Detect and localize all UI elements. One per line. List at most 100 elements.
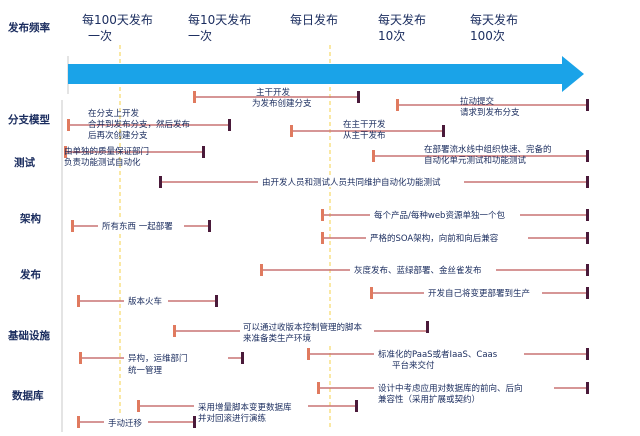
bar-start-cap (77, 295, 80, 307)
bar-start-cap (193, 91, 196, 103)
bar-label-line: 自动化单元测试和功能测试 (424, 155, 527, 166)
bar-start-cap (67, 119, 70, 131)
bar-start-cap (396, 99, 399, 111)
practice-17: 设计中考虑应用对数据库的前向、后向 兼容性（采用扩展或契约） (317, 381, 589, 405)
bar-label-backdrop (124, 294, 168, 306)
bar-label-line: 请求到发布分支 (460, 107, 520, 118)
bar-end-cap (586, 99, 589, 111)
practice-18: 采用增量脚本变更数据库 并对回滚进行演练 (137, 400, 358, 424)
bar-start-cap (307, 348, 310, 360)
practice-13: 版本火车 (77, 294, 218, 307)
bar-label-line: 手动迁移 (108, 418, 143, 429)
frequency-level-2-line2: 一次 (188, 29, 212, 43)
bar-end-cap (586, 150, 589, 162)
bar-label-line: 兼容性（采用扩展或契约） (378, 394, 480, 405)
bar-start-cap (317, 382, 320, 394)
bar-label-backdrop (124, 351, 228, 377)
bar-label-backdrop (374, 347, 524, 371)
category-branching-model: 分支模型 (8, 113, 50, 126)
bar-label-backdrop (258, 175, 464, 187)
frequency-level-1-line1: 每100天发布 (82, 12, 153, 27)
practice-10: 严格的SOA架构，向前和向后兼容 (321, 231, 589, 244)
practice-5: 由单独的质量保证部门 负责功能测试自动化 (64, 146, 205, 168)
bar-label-line: 在分支上开发 (88, 108, 140, 119)
bar-label-line: 开发自己将变更部署到生产 (428, 288, 530, 299)
bar-label-backdrop (350, 264, 496, 276)
bar-label-line: 后再次创建分支 (88, 130, 148, 141)
bar-label-backdrop (370, 208, 520, 220)
bar-label-line: 在主干开发 (343, 119, 386, 130)
bar-start-cap (370, 287, 373, 299)
category-database: 数据库 (11, 389, 44, 402)
bar-label-line: 平台来交付 (392, 360, 435, 371)
bar-end-cap (586, 348, 589, 360)
header-frequency-title: 发布频率 (7, 21, 50, 34)
bar-label-line: 异构，运维部门 (128, 353, 188, 364)
bar-end-cap (426, 321, 429, 333)
bar-start-cap (290, 125, 293, 137)
frequency-level-3-line1: 每日发布 (290, 12, 338, 27)
bar-start-cap (260, 264, 263, 276)
bar-label-line: 主干开发 (256, 87, 291, 98)
frequency-level-1: 每100天发布 一次 (82, 12, 153, 43)
bar-start-cap (372, 150, 375, 162)
bar-end-cap (202, 146, 205, 158)
practice-8: 每个产品/每种web资源单独一个包 (321, 208, 589, 221)
bar-end-cap (193, 416, 196, 428)
bar-label-line: 为发布创建分支 (252, 98, 312, 109)
bar-end-cap (357, 91, 360, 103)
bar-label-line: 在部署流水线中组织快速、完备的 (424, 144, 552, 155)
practice-3: 在分支上开发 合并到发布分支，然后发布 后再次创建分支 (67, 108, 231, 141)
practice-6: 在部署流水线中组织快速、完备的 自动化单元测试和功能测试 (372, 144, 589, 166)
bar-label-line: 灰度发布、蓝绿部署、金丝雀发布 (354, 265, 482, 276)
bar-end-cap (586, 209, 589, 221)
practice-1: 主干开发 为发布创建分支 (193, 87, 360, 109)
frequency-level-1-line2: 一次 (88, 29, 112, 43)
bar-label-backdrop (424, 286, 542, 298)
bar-label-line: 采用增量脚本变更数据库 (198, 402, 292, 413)
bar-end-cap (586, 287, 589, 299)
practice-12: 开发自己将变更部署到生产 (370, 286, 589, 299)
bar-label-line: 可以通过收版本控制管理的脚本 (243, 322, 363, 333)
practice-16: 异构，运维部门 统一管理 (79, 351, 244, 377)
bar-start-cap (137, 400, 140, 412)
practice-2: 拉动提交 请求到发布分支 (396, 96, 589, 118)
category-testing: 测试 (14, 156, 35, 169)
bar-label-line: 负责功能测试自动化 (64, 157, 141, 168)
bar-label-line: 设计中考虑应用对数据库的前向、后向 (378, 383, 523, 394)
frequency-axis-arrow (68, 56, 584, 92)
bar-label-line: 每个产品/每种web资源单独一个包 (374, 210, 505, 221)
practice-7: 由开发人员和测试人员共同维护自动化功能测试 (159, 175, 589, 188)
bar-label-backdrop (98, 219, 184, 231)
bar-start-cap (173, 325, 176, 337)
bar-label-backdrop (374, 381, 554, 405)
bar-end-cap (208, 220, 211, 232)
frequency-level-5-line1: 每天发布 (470, 12, 518, 27)
bar-label-line: 由开发人员和测试人员共同维护自动化功能测试 (262, 177, 441, 188)
bar-start-cap (159, 176, 162, 188)
bar-label-line: 版本火车 (128, 296, 162, 307)
bar-start-cap (321, 209, 324, 221)
bar-label-line: 拉动提交 (460, 96, 495, 107)
practice-11: 灰度发布、蓝绿部署、金丝雀发布 (260, 264, 589, 276)
category-architecture: 架构 (19, 212, 41, 225)
bar-label-line: 标准化的PaaS或者IaaS、Caas (378, 349, 498, 360)
category-release: 发布 (19, 268, 41, 281)
practice-4: 在主干开发 从主干发布 (290, 119, 445, 141)
practice-14: 可以通过收版本控制管理的脚本 来准备类生产环境 (173, 320, 429, 344)
bar-end-cap (586, 176, 589, 188)
bar-label-line: 从主干发布 (343, 130, 386, 141)
practice-9: 所有东西 一起部署 (71, 219, 211, 232)
bar-start-cap (321, 232, 324, 244)
frequency-level-4-line2: 10次 (378, 29, 405, 43)
frequency-level-2-line1: 每10天发布 (188, 12, 251, 27)
practice-15: 标准化的PaaS或者IaaS、Caas 平台来交付 (307, 347, 589, 371)
bar-label-line: 严格的SOA架构，向前和向后兼容 (370, 233, 499, 244)
bar-label-backdrop (104, 416, 148, 428)
bar-label-line: 所有东西 一起部署 (102, 221, 173, 232)
bar-end-cap (228, 119, 231, 131)
frequency-level-3: 每日发布 (290, 12, 338, 27)
frequency-level-5-line2: 100次 (470, 29, 505, 43)
bar-label-backdrop (240, 320, 374, 344)
